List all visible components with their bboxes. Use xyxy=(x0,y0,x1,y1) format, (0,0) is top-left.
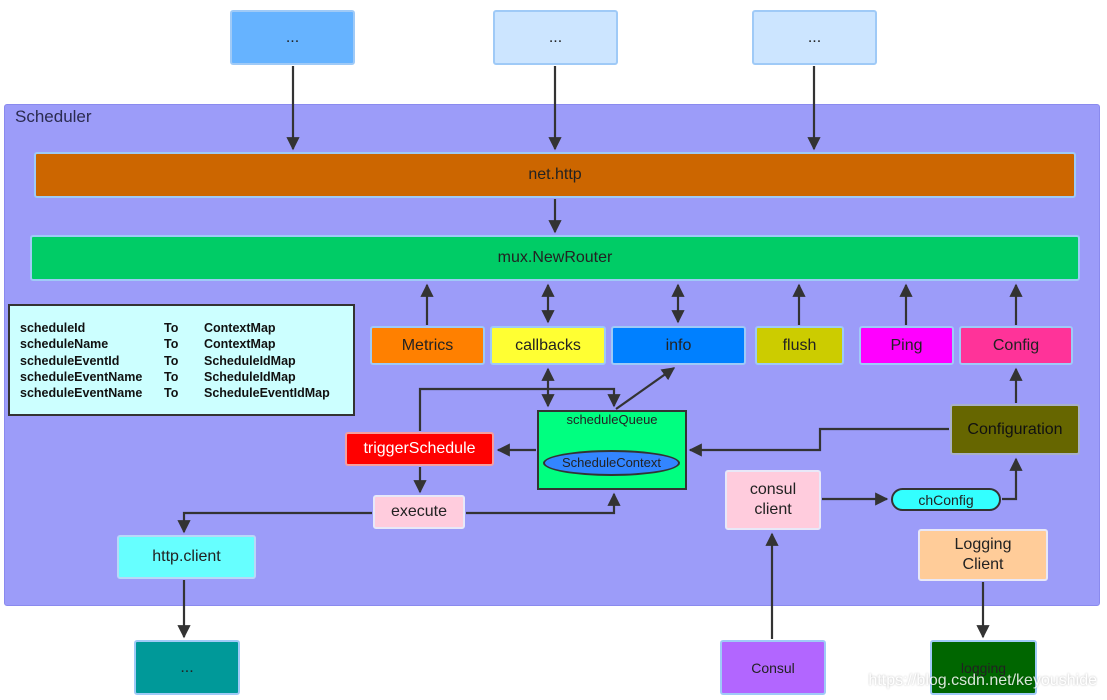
legend-row: scheduleName To ContextMap xyxy=(20,336,353,352)
legend-to: To xyxy=(164,386,179,401)
legend-to: To xyxy=(164,353,179,368)
legend-target: ContextMap xyxy=(204,321,276,335)
legend-target: ScheduleEventIdMap xyxy=(204,386,330,401)
arrow-configuration-to-queue xyxy=(688,427,949,457)
schedule-context-ellipse: ScheduleContext xyxy=(543,450,680,476)
ping-box: Ping xyxy=(859,326,954,365)
legend-from: scheduleEventName xyxy=(20,369,143,384)
metrics-box: Metrics xyxy=(370,326,485,365)
legend-from: scheduleEventName xyxy=(20,386,143,401)
legend-to: To xyxy=(164,321,179,335)
arrow-execute-to-httpclient xyxy=(177,511,372,534)
watermark-text: https://blog.csdn.net/keyoushide xyxy=(868,672,1097,689)
flush-box: flush xyxy=(755,326,844,365)
config-box: Config xyxy=(959,326,1073,365)
arrow-execute-to-queue xyxy=(466,492,621,515)
top-box-3: ... xyxy=(752,10,877,65)
schedule-queue-label: scheduleQueue xyxy=(566,412,658,427)
bottom-consul-box: Consul xyxy=(720,640,826,695)
info-box: info xyxy=(611,326,746,365)
legend-from: scheduleId xyxy=(20,321,86,335)
legend-row: scheduleEventName To ScheduleIdMap xyxy=(20,369,353,385)
legend-row: scheduleId To ContextMap xyxy=(20,320,353,336)
logging-client-box: Logging Client xyxy=(918,529,1048,581)
configuration-box: Configuration xyxy=(950,404,1080,455)
arrow-chconfig-to-configuration xyxy=(1002,457,1023,501)
legend-from: scheduleName xyxy=(20,337,109,352)
legend-target: ScheduleIdMap xyxy=(204,369,296,384)
legend-from: scheduleEventId xyxy=(20,353,120,368)
top-box-2: ... xyxy=(493,10,618,65)
scheduler-title: Scheduler xyxy=(15,107,92,126)
legend-to: To xyxy=(164,337,179,352)
top-box-1: ... xyxy=(230,10,355,65)
callbacks-box: callbacks xyxy=(490,326,606,365)
net-http-box: net.http xyxy=(34,152,1076,198)
legend-row: scheduleEventName To ScheduleEventIdMap xyxy=(20,385,353,401)
legend-to: To xyxy=(164,369,179,384)
consul-client-box: consul client xyxy=(725,470,821,530)
mux-router-box: mux.NewRouter xyxy=(30,235,1080,281)
bottom-teal-box: ... xyxy=(134,640,240,695)
http-client-box: http.client xyxy=(117,535,256,579)
arrow-queue-to-info xyxy=(615,367,676,410)
legend-row: scheduleEventId To ScheduleIdMap xyxy=(20,353,353,369)
legend-target: ScheduleIdMap xyxy=(204,353,296,368)
arrow-trigger-loop-to-queue xyxy=(418,387,621,431)
trigger-schedule-box: triggerSchedule xyxy=(345,432,494,466)
legend-target: ContextMap xyxy=(204,337,276,352)
bottom-logging-box: logging xyxy=(930,640,1037,695)
execute-box: execute xyxy=(373,495,465,529)
ch-config-box: chConfig xyxy=(891,488,1001,511)
map-legend: scheduleId To ContextMap scheduleName To… xyxy=(8,304,355,416)
